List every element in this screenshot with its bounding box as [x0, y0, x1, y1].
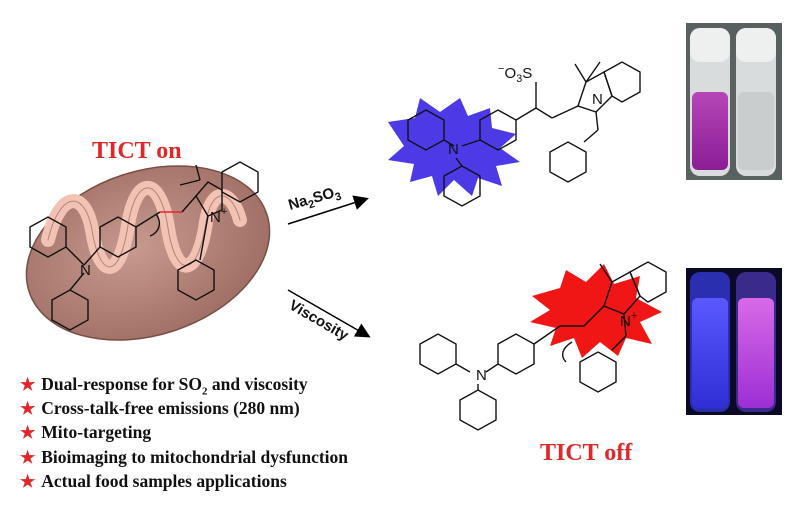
mitochondria-illustration [25, 165, 271, 341]
top-indoline-n-atom: N [592, 91, 603, 108]
feature-item: ★Actual food samples applications [20, 469, 348, 493]
tict-off-label: TICT off [540, 440, 633, 466]
star-icon: ★ [20, 399, 36, 419]
star-icon: ★ [20, 375, 36, 394]
blue-fluorescence-burst [388, 98, 520, 196]
feature-text: Actual food samples applications [41, 470, 287, 491]
tict-on-label: TICT on [92, 138, 182, 164]
reaction-arrow-top [287, 195, 369, 225]
vial-photo-daylight [686, 23, 782, 180]
feature-text-tail: and viscosity [207, 374, 308, 394]
star-icon: ★ [20, 471, 36, 491]
top-n-atom: N [448, 141, 459, 158]
star-icon: ★ [20, 447, 36, 467]
left-n-atom: N [80, 262, 91, 279]
feature-text: Mito-targeting [41, 422, 152, 443]
sulfonate-label: −O3S [498, 63, 532, 85]
feature-subscript: 2 [202, 385, 208, 398]
product-molecule-bottom [419, 261, 667, 431]
star-icon: ★ [20, 423, 36, 443]
feature-list: ★Dual-response for SO2 and viscosity ★Cr… [20, 372, 348, 493]
feature-item: ★Mito-targeting [20, 420, 348, 444]
feature-item: ★ Dual-response for SO2 and viscosity [20, 372, 348, 398]
feature-text: Cross-talk-free emissions (280 nm) [41, 398, 300, 419]
feature-text: Bioimaging to mitochondrial dysfunction [41, 446, 349, 467]
vial-photo-uv [686, 268, 782, 415]
feature-item: ★Cross-talk-free emissions (280 nm) [20, 396, 348, 420]
bottom-n-atom: N [476, 367, 487, 384]
probe-molecule-left [29, 161, 259, 331]
product-molecule-top [407, 61, 641, 207]
feature-item: ★Bioimaging to mitochondrial dysfunction [20, 445, 348, 469]
reaction-arrow-bottom [287, 289, 371, 338]
red-fluorescence-burst [530, 264, 662, 358]
feature-text: Dual-response for SO [41, 374, 203, 394]
na2so3-label: Na2SO3 [286, 183, 343, 217]
